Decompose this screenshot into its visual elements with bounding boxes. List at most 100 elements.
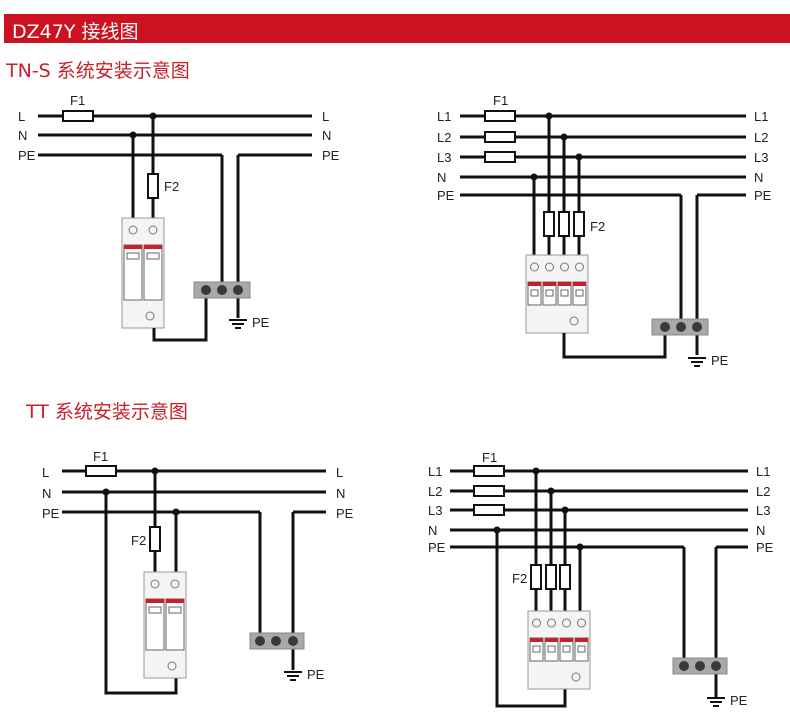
tt1-fuse-f2 bbox=[149, 526, 161, 552]
tns3-spd-module-band-3 bbox=[573, 282, 586, 286]
tns1-label-left-2: PE bbox=[18, 148, 36, 163]
tt3-earth-label: PE bbox=[730, 693, 748, 708]
tt3-spd-screw-1 bbox=[547, 618, 556, 628]
tns3-spd-module-band-0 bbox=[528, 282, 541, 286]
tt3-f1-label: F1 bbox=[482, 450, 497, 465]
tt1-f1-label: F1 bbox=[93, 449, 108, 464]
tns1-spd-screw-1 bbox=[148, 225, 158, 235]
tns1-label-right-0: L bbox=[322, 109, 329, 124]
tt3-fuse-f2-0 bbox=[530, 564, 542, 590]
tt3-spd-module-band-2 bbox=[560, 638, 573, 642]
tt1-spd-module-band-1 bbox=[166, 599, 184, 603]
tt1-label-left-1: N bbox=[42, 486, 51, 501]
header-banner: DZ47Y 接线图 bbox=[4, 14, 790, 43]
tt1-earth-label: PE bbox=[307, 667, 325, 682]
tt1-spd-module-window-0 bbox=[148, 606, 162, 614]
tns3-f1-label: F1 bbox=[493, 93, 508, 108]
tt3-label-left-1: L2 bbox=[428, 484, 442, 499]
tns3-spd-module-window-0 bbox=[530, 289, 539, 297]
tns3-spd-screw-0 bbox=[530, 262, 539, 272]
tt3-label-right-4: PE bbox=[756, 540, 774, 555]
tt3-terminal-2 bbox=[695, 661, 705, 671]
tt1-label-right-1: N bbox=[336, 486, 345, 501]
tns1-f1-label: F1 bbox=[70, 93, 85, 108]
tns1-terminal-1 bbox=[201, 285, 211, 295]
section-title-tt: TT 系统安装示意图 bbox=[26, 401, 188, 423]
tt1-spd-screw-1 bbox=[170, 579, 180, 589]
tt3-terminal-1 bbox=[679, 661, 689, 671]
tns3-fuse-f1-2 bbox=[484, 151, 516, 163]
tns3-spd-module-window-1 bbox=[545, 289, 554, 297]
tt3-fuse-f1-1 bbox=[473, 485, 505, 497]
tt3-spd-module-band-0 bbox=[530, 638, 543, 642]
tt3-n-return-wire bbox=[495, 530, 567, 708]
tt1-label-right-0: L bbox=[336, 465, 343, 480]
tt1-label-left-0: L bbox=[42, 465, 49, 480]
tns3-fuse-f2-0 bbox=[543, 211, 555, 237]
tns1-spd-module-window-1 bbox=[146, 252, 160, 260]
tt3-fuse-f2-1 bbox=[545, 564, 557, 590]
tt1-terminal-1 bbox=[255, 636, 265, 646]
tns3-label-left-3: N bbox=[437, 170, 446, 185]
tt3-fuse-f1-0 bbox=[473, 465, 505, 477]
tt3-spd-ground-screw bbox=[571, 672, 581, 682]
tns3-spd-screw-3 bbox=[575, 262, 584, 272]
tt3-label-left-0: L1 bbox=[428, 464, 442, 479]
tt3-spd-screw-2 bbox=[562, 618, 571, 628]
tns3-spd-module-band-2 bbox=[558, 282, 571, 286]
tt3-label-right-0: L1 bbox=[756, 464, 770, 479]
tt3-fuse-f1-2 bbox=[473, 504, 505, 516]
tt1-spd-screw-0 bbox=[150, 579, 160, 589]
tt1-terminal-2 bbox=[271, 636, 281, 646]
tns1-spd-module-band-1 bbox=[144, 245, 162, 249]
tns3-label-right-4: PE bbox=[754, 188, 772, 203]
tns1-spd-module-band-0 bbox=[124, 245, 142, 249]
tns3-fuse-f2-2 bbox=[573, 211, 585, 237]
tt1-fuse-f1 bbox=[85, 465, 117, 477]
tns3-label-left-0: L1 bbox=[437, 109, 451, 124]
tns3-spd-ground-wire bbox=[562, 326, 667, 359]
tns3-label-right-0: L1 bbox=[754, 109, 768, 124]
tns3-spd-module-window-2 bbox=[560, 289, 569, 297]
tt1-f2-label: F2 bbox=[131, 533, 146, 548]
tns1-f2-label: F2 bbox=[164, 179, 179, 194]
tns3-earth-label: PE bbox=[711, 353, 729, 368]
tns1-fuse-f1 bbox=[62, 110, 94, 122]
tt3-spd-screw-0 bbox=[532, 618, 541, 628]
tns3-label-right-1: L2 bbox=[754, 130, 768, 145]
tns3-fuse-f2-1 bbox=[558, 211, 570, 237]
tt1-terminal-3 bbox=[288, 636, 298, 646]
tt3-fuse-f2-2 bbox=[559, 564, 571, 590]
tt3-spd-module-band-3 bbox=[575, 638, 588, 642]
section-title-tns: TN-S 系统安装示意图 bbox=[6, 60, 190, 82]
tns3-terminal-3 bbox=[692, 322, 702, 332]
tt1-label-right-2: PE bbox=[336, 506, 354, 521]
tns1-spd-screw-0 bbox=[128, 225, 138, 235]
tns1-fuse-f2 bbox=[147, 173, 159, 199]
tns3-fuse-f1-0 bbox=[484, 110, 516, 122]
tns1-spd-ground-wire bbox=[152, 290, 208, 342]
tt3-terminal-3 bbox=[711, 661, 721, 671]
tns3-f2-label: F2 bbox=[590, 219, 605, 234]
tt3-spd-module-window-2 bbox=[562, 645, 571, 653]
tns1-label-left-0: L bbox=[18, 109, 25, 124]
tns3-label-right-3: N bbox=[754, 170, 763, 185]
tns3-label-left-4: PE bbox=[437, 188, 455, 203]
header-title: DZ47Y 接线图 bbox=[12, 21, 139, 43]
tns3-terminal-1 bbox=[660, 322, 670, 332]
tt3-label-right-1: L2 bbox=[756, 484, 770, 499]
tt1-label-left-2: PE bbox=[42, 506, 60, 521]
tns1-spd-module-window-0 bbox=[126, 252, 140, 260]
tt3-label-left-3: N bbox=[428, 523, 437, 538]
tns3-label-left-1: L2 bbox=[437, 130, 451, 145]
tns3-label-left-2: L3 bbox=[437, 150, 451, 165]
tt3-spd-screw-3 bbox=[577, 618, 586, 628]
tt3-label-right-3: N bbox=[756, 523, 765, 538]
tns3-spd-ground-screw bbox=[569, 316, 579, 326]
tns3-spd-screw-1 bbox=[545, 262, 554, 272]
tns3-spd-screw-2 bbox=[560, 262, 569, 272]
tns3-terminal-2 bbox=[676, 322, 686, 332]
tns1-earth-label: PE bbox=[252, 315, 270, 330]
tt3-spd-module-window-0 bbox=[532, 645, 541, 653]
